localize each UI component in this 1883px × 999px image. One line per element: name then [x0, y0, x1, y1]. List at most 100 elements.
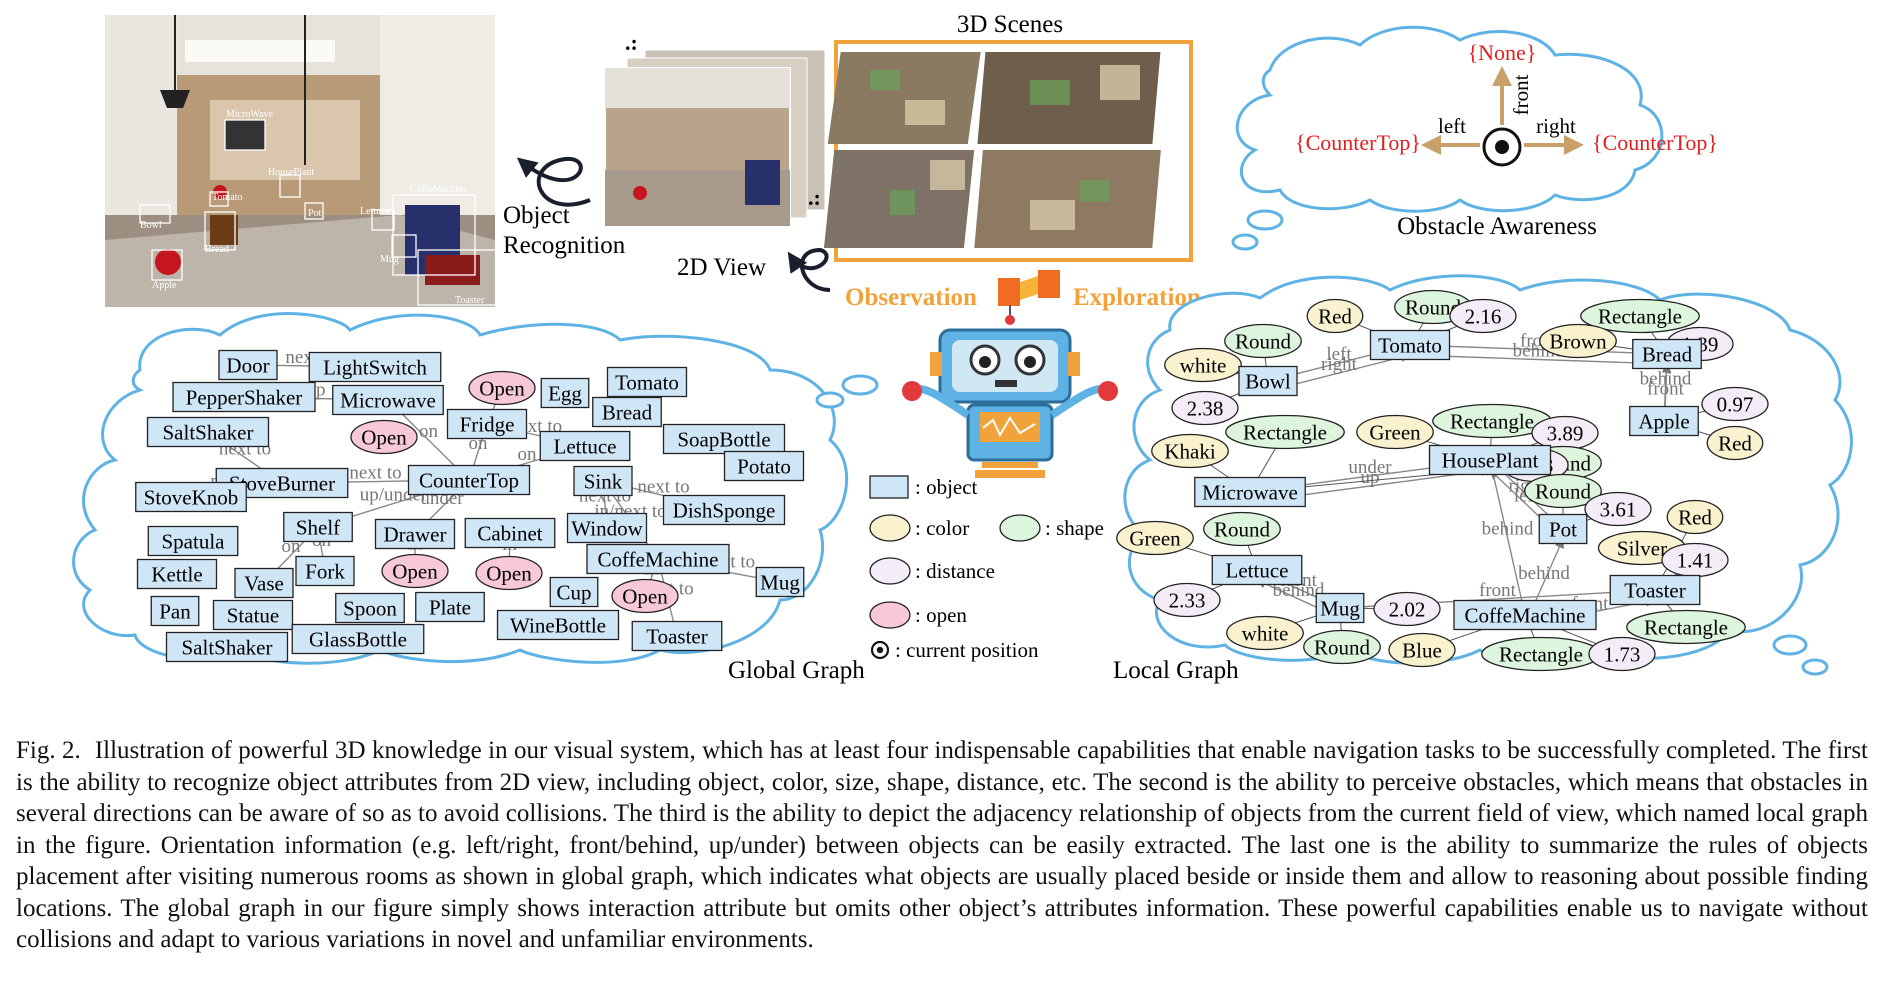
- local-node-object: HousePlant: [1428, 444, 1552, 476]
- global-node-object: Sink: [573, 465, 633, 497]
- obstacle-awareness-cloud: [1231, 25, 1664, 251]
- local-node-shape: Round: [1524, 473, 1602, 509]
- local-node-label: Rectangle: [1499, 642, 1583, 666]
- local-node-label: Round: [1235, 329, 1292, 353]
- local-node-label: Mug: [1320, 596, 1360, 620]
- global-node-object: Shelf: [283, 511, 353, 543]
- figure-canvas: MicroWave HousePlant Tomato Pot Bowl Bre…: [72, 11, 1853, 684]
- global-node-object: DishSponge: [662, 494, 786, 526]
- local-node-label: 2.38: [1187, 396, 1224, 420]
- local-node-label: 3.61: [1600, 497, 1637, 521]
- global-node-label: Vase: [244, 571, 284, 595]
- exploration-label: Exploration: [1073, 284, 1201, 311]
- global-node-label: Spoon: [343, 596, 397, 620]
- photo-label: Apple: [152, 280, 177, 291]
- local-node-object: Lettuce: [1211, 554, 1303, 586]
- legend-item-distance: : distance: [869, 557, 995, 585]
- legend-item-shape: : shape: [999, 514, 1104, 542]
- global-node-label: DishSponge: [673, 498, 776, 522]
- legend-label: : shape: [1045, 516, 1104, 540]
- global-node-object: Fridge: [446, 408, 528, 440]
- photo-label: Toaster: [455, 295, 485, 306]
- local-node-object: Microwave: [1194, 476, 1306, 508]
- local-node-distance: 2.16: [1449, 298, 1517, 334]
- photo-label: Pot: [308, 208, 322, 219]
- right-direction-label: right: [1536, 114, 1576, 138]
- local-graph-title: Local Graph: [1113, 657, 1239, 684]
- front-obstacle-value: {None}: [1468, 40, 1537, 65]
- local-node-label: white: [1242, 621, 1289, 645]
- local-node-object: Mug: [1315, 592, 1365, 624]
- local-node-label: Khaki: [1164, 439, 1215, 463]
- local-node-distance: 3.61: [1584, 491, 1652, 527]
- photo-label: Lettuce: [360, 206, 391, 217]
- global-node-object: Microwave: [332, 384, 444, 416]
- local-node-label: white: [1180, 353, 1227, 377]
- global-node-object: Plate: [415, 591, 485, 623]
- photo-label: MicroWave: [226, 109, 274, 120]
- global-node-object: PepperShaker: [172, 381, 316, 413]
- global-edge-label: next to: [637, 477, 689, 498]
- global-node-label: Lettuce: [554, 434, 617, 458]
- global-node-label: SaltShaker: [182, 635, 273, 659]
- robot-icon: [902, 305, 1118, 478]
- local-node-color: Blue: [1388, 632, 1456, 668]
- local-node-label: Apple: [1638, 409, 1689, 433]
- local-node-color: Red: [1706, 425, 1764, 461]
- global-node-label: CounterTop: [419, 468, 519, 492]
- local-node-distance: 1.41: [1661, 542, 1729, 578]
- local-node-color: Red: [1306, 298, 1364, 334]
- local-node-color: white: [1226, 615, 1304, 651]
- obstacle-awareness-title: Obstacle Awareness: [1397, 213, 1597, 240]
- view-arrow: [787, 247, 831, 292]
- local-node-distance: 2.33: [1153, 582, 1221, 618]
- global-node-label: Toaster: [646, 624, 708, 648]
- local-node-label: 1.73: [1604, 642, 1641, 666]
- local-node-label: Red: [1318, 304, 1352, 328]
- global-node-object: Door: [218, 349, 278, 381]
- local-node-color: Khaki: [1151, 433, 1229, 469]
- global-node-object: Lettuce: [539, 430, 631, 462]
- local-node-label: Tomato: [1378, 333, 1442, 357]
- local-edge-label: front: [1647, 379, 1685, 400]
- global-node-object: StoveKnob: [135, 481, 247, 513]
- local-node-shape: Round: [1303, 629, 1381, 665]
- local-node-shape: Round: [1203, 511, 1281, 547]
- local-node-label: Round: [1214, 517, 1271, 541]
- global-node-object: Drawer: [374, 518, 456, 550]
- photo-label: Bread: [205, 244, 229, 255]
- local-node-label: Rectangle: [1450, 409, 1534, 433]
- global-edge-label: on: [419, 421, 439, 442]
- view-2d-stack: .: .:: [604, 30, 826, 227]
- figure-caption: Fig. 2.Illustration of powerful 3D knowl…: [16, 735, 1868, 956]
- local-node-label: 2.16: [1465, 304, 1502, 328]
- local-node-distance: 3.89: [1531, 415, 1599, 451]
- local-node-distance: 0.97: [1701, 386, 1769, 422]
- global-node-object: Egg: [540, 377, 590, 409]
- local-node-label: CoffeMachine: [1465, 603, 1586, 627]
- local-node-color: Green: [1356, 414, 1434, 450]
- local-node-object: CoffeMachine: [1453, 599, 1597, 631]
- local-node-shape: Rectangle: [1580, 298, 1700, 334]
- photo-label: Mug: [380, 254, 399, 265]
- local-node-label: 3.89: [1547, 421, 1584, 445]
- global-node-label: WineBottle: [510, 613, 606, 637]
- local-node-label: Bread: [1642, 342, 1693, 366]
- local-edge-label: behind: [1518, 563, 1570, 584]
- legend-item-open: : open: [869, 601, 967, 629]
- legend-label: : open: [915, 603, 967, 627]
- global-node-label: Bread: [602, 400, 653, 424]
- legend-item-position: : current position: [870, 638, 1039, 662]
- global-node-open: Open: [350, 419, 418, 455]
- global-edge-label: on: [518, 444, 538, 465]
- local-node-label: 1.41: [1677, 548, 1714, 572]
- photo-label: Bowl: [140, 220, 162, 231]
- caption-label: Fig. 2.: [16, 737, 81, 764]
- photo-label: HousePlant: [268, 167, 314, 178]
- local-node-label: Bowl: [1245, 369, 1291, 393]
- local-node-shape: Rectangle: [1225, 414, 1345, 450]
- figure: MicroWave HousePlant Tomato Pot Bowl Bre…: [72, 11, 1853, 684]
- global-node-label: Cabinet: [477, 521, 542, 545]
- global-node-label: Cup: [556, 580, 591, 604]
